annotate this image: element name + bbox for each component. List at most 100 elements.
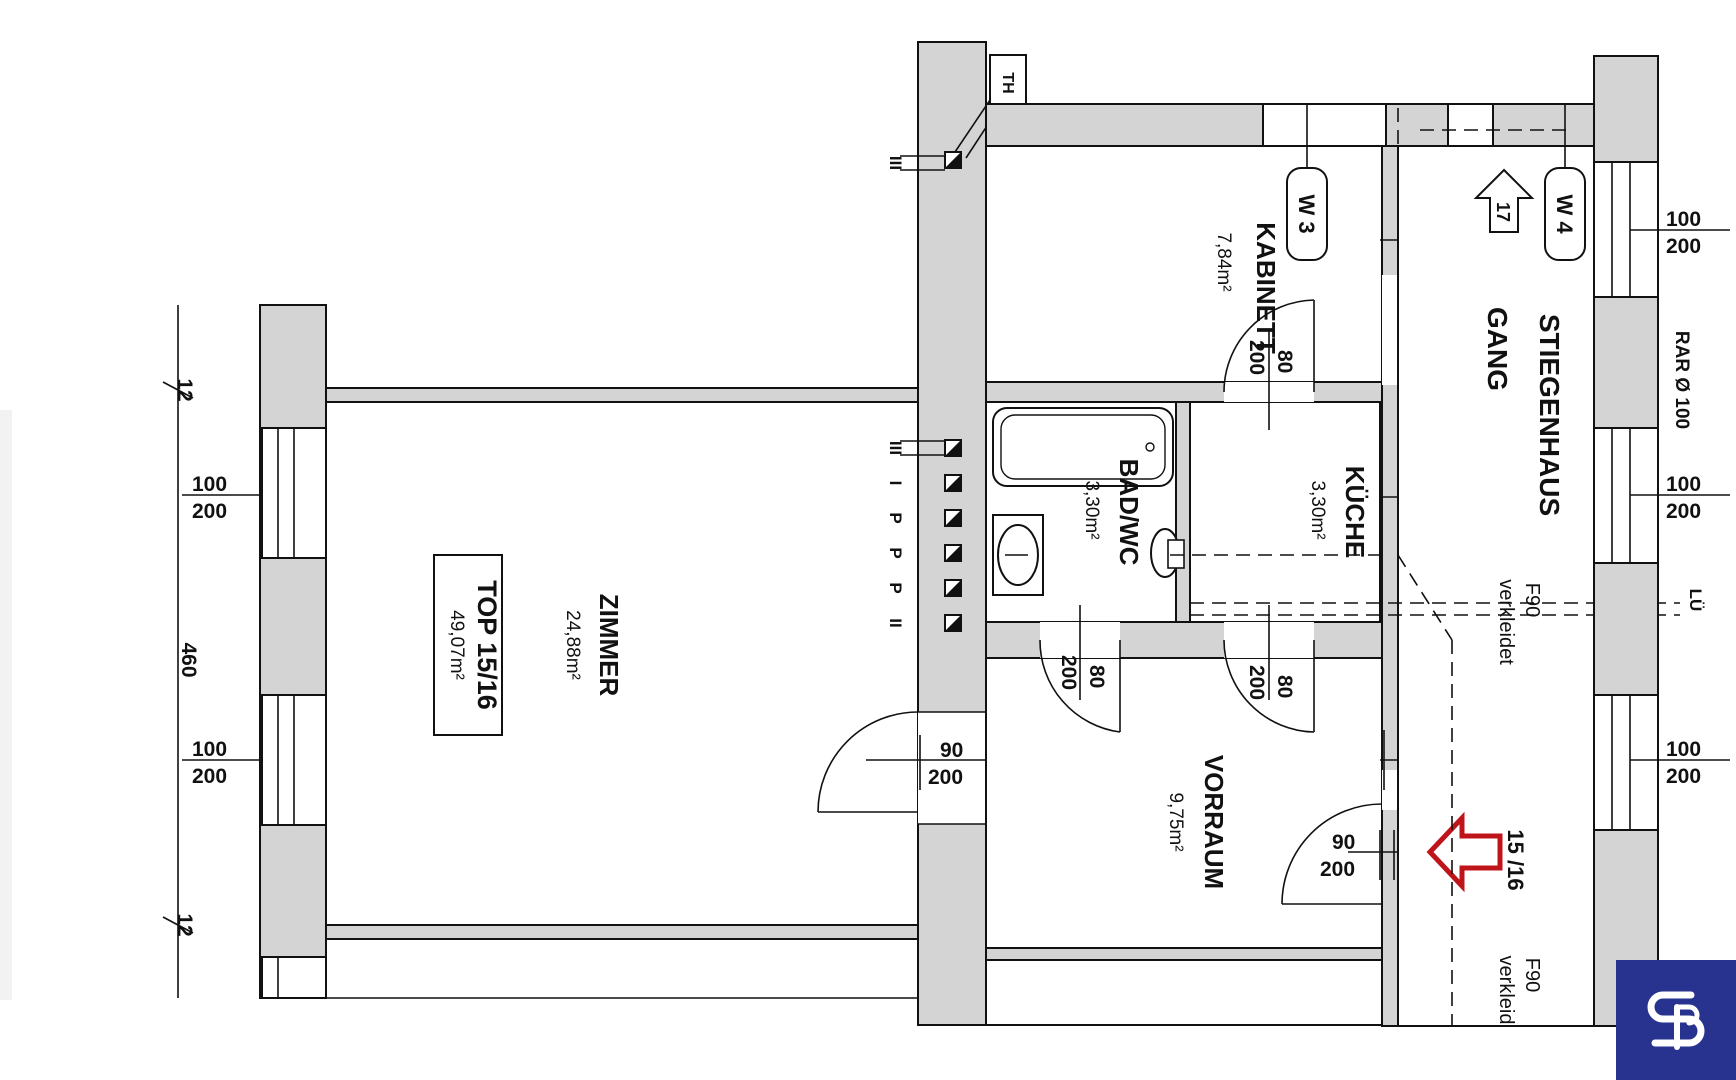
unit-entry-label: 15 /16 bbox=[1503, 829, 1528, 890]
washbasin-icon bbox=[992, 514, 1044, 596]
svg-text:80: 80 bbox=[1273, 350, 1296, 373]
vorraum-area: 9,75m² bbox=[1165, 792, 1186, 851]
svg-text:100: 100 bbox=[192, 738, 227, 761]
shaft-column-label: P bbox=[886, 582, 905, 593]
rar-note: RAR Ø 100 bbox=[1671, 331, 1692, 429]
toilet-icon bbox=[1150, 528, 1185, 578]
top-unit-label: TOP 15/16 49,07m² bbox=[433, 554, 503, 736]
shaft-stack bbox=[944, 439, 962, 632]
top-area: 49,07m² bbox=[446, 610, 467, 680]
kabinett-door[interactable]: 80 200 bbox=[1223, 299, 1315, 430]
kabinett-label: KABINETT 7,84m² bbox=[1213, 222, 1281, 354]
svg-text:100: 100 bbox=[1666, 473, 1701, 496]
kabinett-area: 7,84m² bbox=[1213, 232, 1234, 291]
top-door-gap bbox=[1262, 103, 1387, 147]
bad-door[interactable]: 80 200 bbox=[1039, 605, 1121, 733]
shaft-label-top: III bbox=[886, 156, 905, 170]
svg-text:200: 200 bbox=[928, 766, 963, 789]
svg-text:200: 200 bbox=[1057, 655, 1080, 690]
bad-name: BAD/WC bbox=[1114, 459, 1144, 566]
svg-text:200: 200 bbox=[1245, 340, 1268, 375]
svg-text:90: 90 bbox=[1332, 831, 1355, 854]
svg-text:200: 200 bbox=[1666, 765, 1701, 788]
stiegenhaus-line2: GANG bbox=[1482, 307, 1513, 391]
w3-label: W 3 bbox=[1294, 194, 1319, 233]
stair-arrow: 17 bbox=[1473, 168, 1535, 233]
zimmer-bottom-wall bbox=[325, 924, 921, 940]
svg-text:200: 200 bbox=[1666, 235, 1701, 258]
upper-corridor-wall-2 bbox=[1385, 103, 1449, 147]
svg-text:F90: F90 bbox=[1521, 583, 1543, 617]
shaft-box-fill bbox=[945, 545, 961, 561]
svg-text:verkleidet: verkleidet bbox=[1495, 579, 1517, 665]
right-window-3-dim: 100 200 bbox=[1630, 738, 1730, 788]
bad-label: BAD/WC 3,30m² bbox=[1081, 459, 1144, 566]
shaft-box-fill bbox=[945, 510, 961, 526]
bad-area: 3,30m² bbox=[1081, 480, 1102, 539]
shaft-box-fill bbox=[945, 440, 961, 456]
sp-logo-mark bbox=[1647, 991, 1705, 1050]
stiegenhaus-label: STIEGENHAUS GANG bbox=[1482, 307, 1565, 516]
shaft-box-fill bbox=[945, 615, 961, 631]
right-window-2-dim: 100 200 bbox=[1630, 473, 1730, 523]
unit-number: 15 /16 bbox=[1503, 829, 1528, 890]
stiegenhaus-line1: STIEGENHAUS bbox=[1534, 314, 1565, 516]
entry-arrow-icon bbox=[1426, 811, 1503, 893]
vorraum-label: VORRAUM 9,75m² bbox=[1165, 755, 1229, 889]
stair-number: 17 bbox=[1493, 202, 1513, 222]
right-window-1-dim: 100 200 bbox=[1630, 208, 1730, 258]
svg-text:200: 200 bbox=[1666, 500, 1701, 523]
svg-text:verkleid: verkleid bbox=[1495, 956, 1517, 1025]
lue-label: LÜ bbox=[1686, 589, 1705, 612]
room-stiegenhaus bbox=[1397, 145, 1595, 1027]
svg-text:80: 80 bbox=[1273, 675, 1296, 698]
zimmer-door-opening bbox=[918, 712, 986, 824]
shaft-symbols: III III bbox=[886, 151, 962, 456]
kueche-label: KÜCHE 3,30m² bbox=[1307, 466, 1370, 558]
svg-text:200: 200 bbox=[192, 500, 227, 523]
window-w4: W 4 bbox=[1544, 104, 1586, 261]
sp-monogram-icon bbox=[1616, 960, 1736, 1080]
right-window-3 bbox=[1593, 694, 1659, 831]
shaft-box-fill bbox=[945, 475, 961, 491]
top-door-gap-2 bbox=[1447, 103, 1494, 147]
f90-note-2: F90 verkleid bbox=[1495, 956, 1543, 1025]
zimmer-label: ZIMMER 24,88m² bbox=[562, 594, 624, 697]
left-total-dimension: 460 bbox=[177, 642, 200, 677]
left-dimension-chain: 12 12 460 bbox=[162, 305, 200, 998]
svg-text:200: 200 bbox=[1245, 665, 1268, 700]
shaft-column-label: P bbox=[886, 547, 905, 558]
w4-label: W 4 bbox=[1552, 194, 1577, 234]
svg-text:100: 100 bbox=[1666, 208, 1701, 231]
th-flue: TH bbox=[954, 54, 1027, 159]
shaft-column-label: II bbox=[886, 618, 905, 627]
shaft-column-label: I bbox=[886, 481, 905, 486]
left-window-2 bbox=[261, 694, 327, 826]
left-tick-bottom: 12 bbox=[173, 913, 196, 936]
vorraum-name: VORRAUM bbox=[1199, 755, 1229, 889]
kueche-area: 3,30m² bbox=[1307, 480, 1328, 539]
vorraum-bottom-wall bbox=[985, 947, 1383, 961]
outer-wall-left bbox=[259, 304, 327, 999]
kueche-door[interactable]: 80 200 bbox=[1223, 605, 1315, 733]
shaft-label-mid: III bbox=[886, 441, 905, 455]
shaft-column-label: P bbox=[886, 512, 905, 523]
left-window-1 bbox=[261, 427, 327, 559]
kueche-name: KÜCHE bbox=[1340, 466, 1370, 558]
entry-door[interactable]: 90 200 bbox=[1281, 803, 1440, 905]
shaft-box-fill bbox=[945, 580, 961, 596]
central-bearing-wall bbox=[917, 41, 987, 1026]
room-below bbox=[985, 959, 1383, 1026]
svg-text:TH: TH bbox=[999, 72, 1016, 93]
kabinett-bad-wall bbox=[985, 381, 1383, 403]
zimmer-top-wall bbox=[325, 387, 921, 403]
left-window-3 bbox=[261, 956, 327, 999]
svg-text:100: 100 bbox=[192, 473, 227, 496]
svg-text:90: 90 bbox=[940, 739, 963, 762]
svg-text:200: 200 bbox=[1320, 858, 1355, 881]
top-name: TOP 15/16 bbox=[472, 580, 502, 710]
left-edge-strip bbox=[0, 410, 12, 1000]
room-kueche bbox=[1189, 401, 1381, 623]
